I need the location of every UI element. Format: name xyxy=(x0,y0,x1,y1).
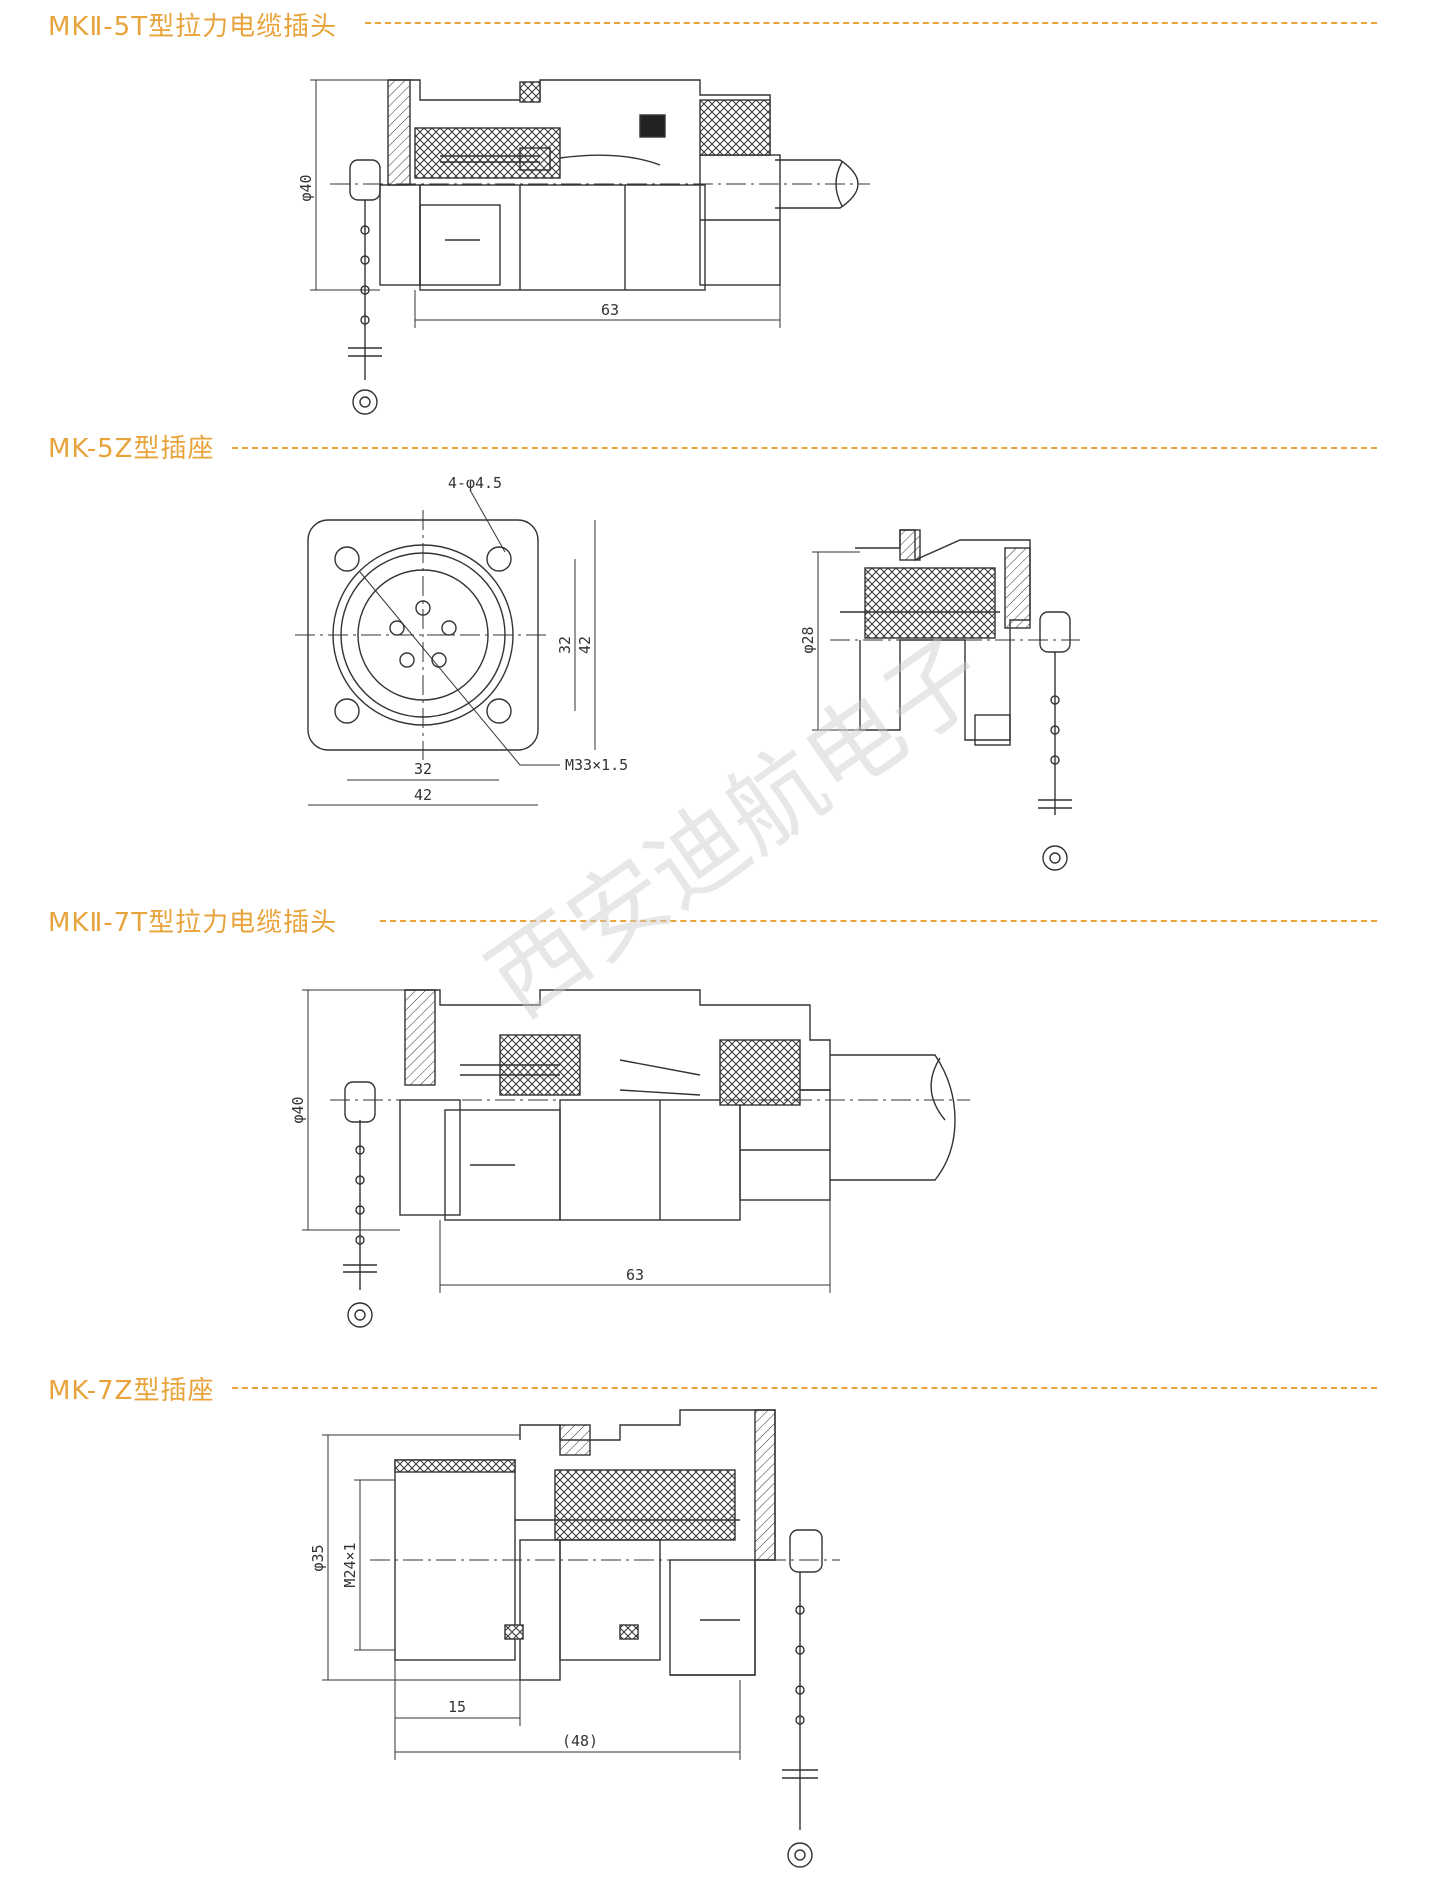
dim-label: M33×1.5 xyxy=(565,756,628,774)
section-divider xyxy=(232,1387,1377,1389)
dim-label: M24×1 xyxy=(341,1542,359,1587)
section-divider xyxy=(380,920,1377,922)
dim-label: φ40 xyxy=(297,174,315,201)
section-title-mk-5z: MK-5Z型插座 xyxy=(48,434,215,464)
mk2-7t-plug-drawing xyxy=(302,989,970,1328)
dim-label: 63 xyxy=(601,301,619,319)
dim-label: (48) xyxy=(562,1732,598,1750)
dim-label: φ40 xyxy=(289,1096,307,1123)
section-title-mk-7z: MK-7Z型插座 xyxy=(48,1376,215,1406)
dim-label: 32 xyxy=(556,636,574,654)
section-title-mk2-7t: MKⅡ-7T型拉力电缆插头 xyxy=(48,908,338,938)
section-title-mk2-5t: MKⅡ-5T型拉力电缆插头 xyxy=(48,12,338,42)
mk-5z-side-view xyxy=(812,529,1080,871)
dim-label: 42 xyxy=(414,786,432,804)
section-divider xyxy=(232,447,1377,449)
dim-label: 32 xyxy=(414,760,432,778)
dim-label: 4-φ4.5 xyxy=(448,474,502,492)
dim-label: 63 xyxy=(626,1266,644,1284)
watermark: 西安迪航电子 xyxy=(469,617,1005,1039)
dim-label: φ28 xyxy=(799,626,817,653)
mk2-5t-plug-drawing xyxy=(310,79,870,415)
dim-label: φ35 xyxy=(309,1544,327,1571)
dim-label: 15 xyxy=(448,1698,466,1716)
mk-7z-socket-drawing xyxy=(322,1409,840,1868)
section-divider xyxy=(365,22,1377,24)
dim-label: 42 xyxy=(576,636,594,654)
mk-5z-front-view xyxy=(295,489,596,806)
